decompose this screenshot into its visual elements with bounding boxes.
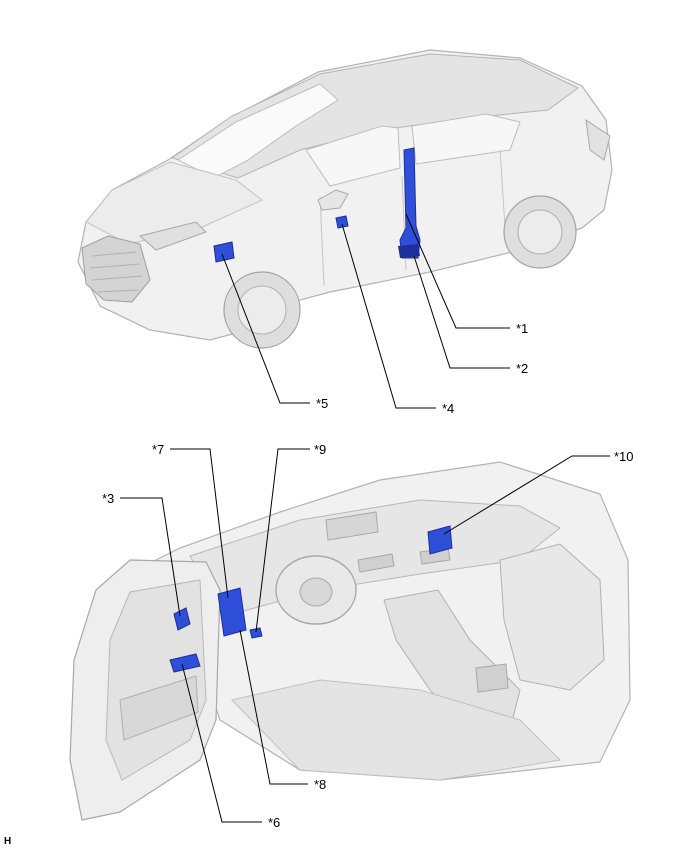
leader-c8 (239, 629, 308, 785)
leader-c2 (413, 255, 510, 369)
rear-wheel-rim (517, 209, 563, 255)
callout-c10: *10 (614, 449, 634, 464)
door-pocket (119, 675, 199, 741)
part-ecu-driver-side (217, 587, 247, 637)
callout-c4: *4 (442, 401, 454, 416)
vehicle-roof (170, 53, 579, 179)
leader-c6 (181, 663, 262, 823)
headlight (138, 221, 207, 251)
hood (85, 161, 263, 245)
rear-side-window (411, 113, 521, 165)
part-fender-module (213, 241, 235, 263)
vehicle-interior-illustration (69, 461, 631, 821)
part-door-sensor (335, 215, 349, 229)
leader-c9 (255, 448, 310, 633)
leader-c1 (405, 213, 510, 329)
front-grille (81, 235, 151, 303)
diagram-corner-mark: H (4, 836, 12, 847)
callout-c5: *5 (316, 396, 328, 411)
leader-c7 (170, 448, 229, 599)
highlighted-parts-interior (169, 525, 453, 673)
callout-c8: *8 (314, 777, 326, 792)
passenger-seat (499, 543, 605, 691)
front-side-window (305, 125, 401, 187)
grille-slats (89, 251, 143, 293)
callout-c9: *9 (314, 442, 326, 457)
leader-c10 (443, 455, 610, 535)
callout-c3: *3 (102, 491, 114, 506)
leader-c5 (221, 253, 310, 404)
leader-c3 (120, 497, 181, 617)
steering-hub (299, 577, 333, 607)
vehicle-exterior-illustration (77, 49, 613, 349)
callout-c2: *2 (516, 361, 528, 376)
callout-c1: *1 (516, 321, 528, 336)
console-rear-vents (475, 663, 509, 693)
callout-c6: *6 (268, 815, 280, 830)
leader-c4 (341, 223, 436, 409)
callout-c7: *7 (152, 442, 164, 457)
part-door-module-upper (173, 607, 191, 631)
front-wheel-rim (237, 285, 287, 335)
floor (231, 679, 562, 781)
center-display (325, 511, 379, 541)
windshield (176, 83, 339, 179)
side-mirror (317, 189, 349, 211)
tail-light (585, 118, 611, 161)
part-b-pillar-lower (398, 244, 420, 258)
highlighted-parts-exterior (213, 147, 421, 263)
callout-labels: *1 *2 *3 *4 *5 *6 *7 *8 *9 *10 (102, 321, 634, 830)
part-b-pillar-component (399, 147, 421, 259)
leader-lines (120, 213, 610, 823)
part-window-switch (169, 653, 201, 673)
